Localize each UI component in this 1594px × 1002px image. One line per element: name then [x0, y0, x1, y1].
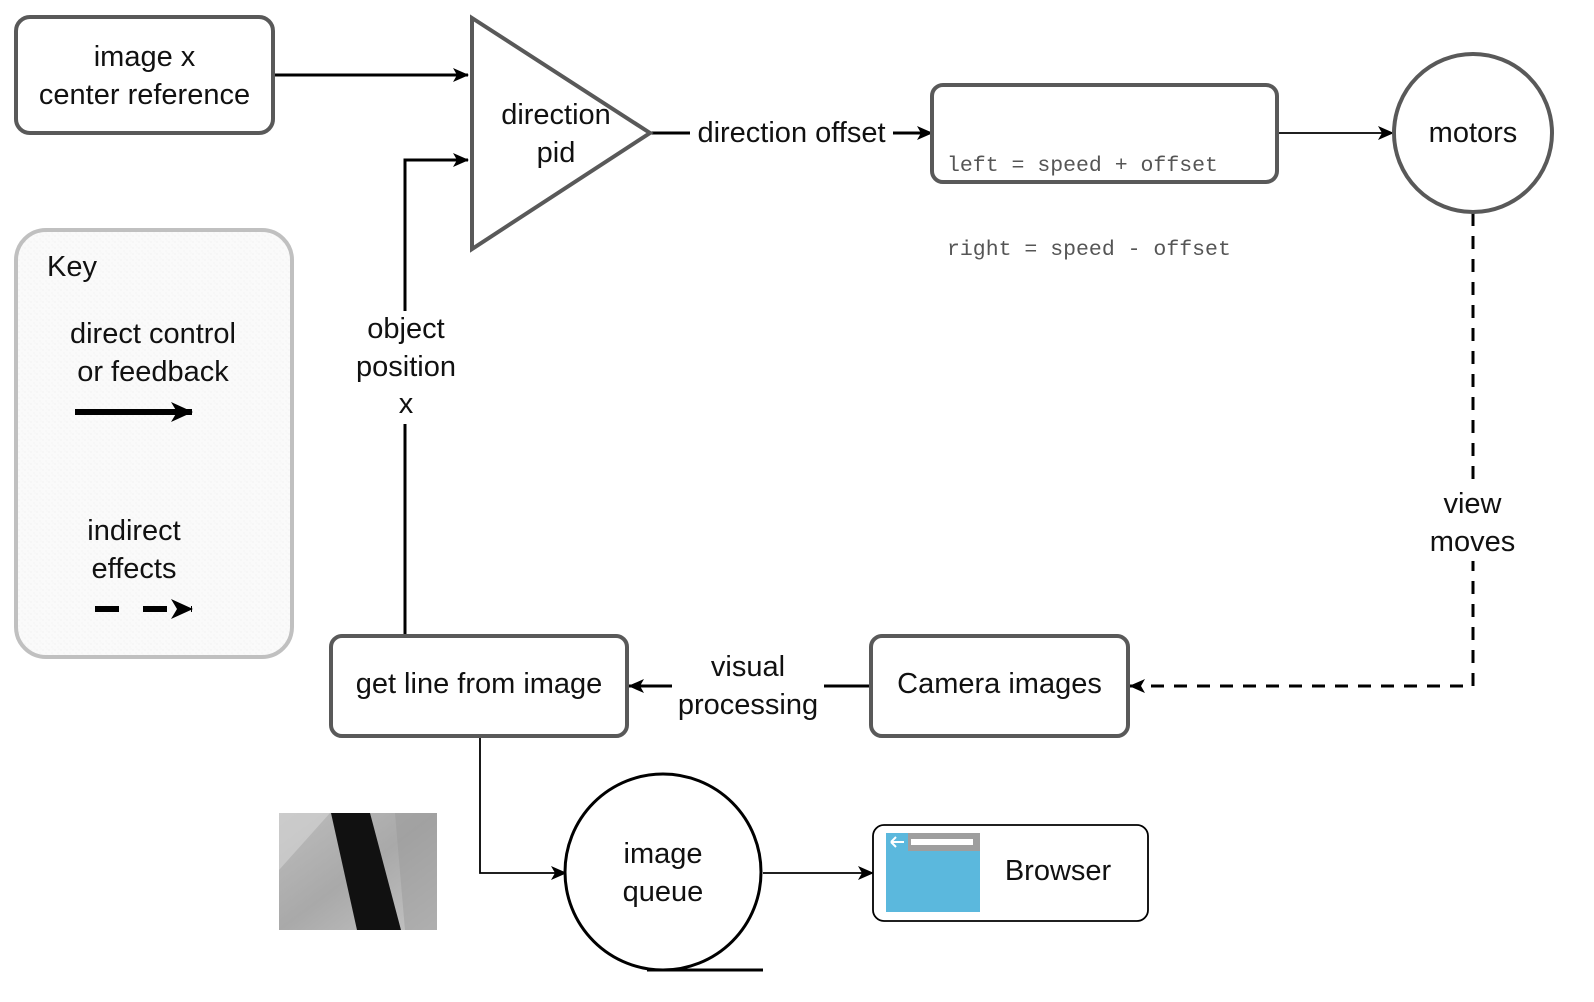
get-line-label: get line from image — [355, 668, 603, 700]
image-x-ref-label: image x center reference — [16, 39, 273, 114]
visual-processing-line2: processing — [677, 688, 819, 721]
key-legend — [14, 228, 294, 659]
key-direct-line1: direct control — [69, 318, 236, 350]
view-moves-line2: moves — [1429, 525, 1516, 558]
offset-formula-box — [930, 83, 1279, 184]
edge-view-moves — [1129, 213, 1475, 693]
direction-pid-line1: direction — [501, 99, 611, 131]
browser-window-icon — [886, 833, 980, 912]
key-direct-label: direct control or feedback — [33, 316, 273, 391]
visual-processing-label: visual processing — [672, 649, 824, 725]
camera-images-box — [869, 634, 1130, 738]
image-x-ref-line2: center reference — [38, 78, 251, 111]
image-queue-node — [563, 772, 763, 972]
edge-getline-to-queue — [479, 737, 567, 880]
view-moves-label: view moves — [1420, 486, 1525, 562]
motors-circle — [1392, 52, 1554, 214]
offset-formula-left: left = speed + offset — [947, 154, 1218, 178]
key-indirect-label: indirect effects — [54, 513, 214, 588]
camera-frame-thumbnail — [279, 813, 437, 930]
key-indirect-line2: effects — [91, 552, 177, 585]
motors-label: motors — [1428, 117, 1518, 149]
image-queue-line1: image — [623, 838, 703, 870]
direction-pid-label: direction pid — [476, 97, 636, 172]
image-queue-label: image queue — [583, 836, 743, 911]
direction-offset-label: direction offset — [690, 115, 893, 153]
offset-formula-text: left = speed + offset right = speed - of… — [947, 96, 1231, 292]
browser-label: Browser — [1004, 855, 1112, 887]
direction-pid-line2: pid — [536, 136, 576, 169]
key-indirect-line1: indirect — [87, 515, 181, 547]
object-position-line3: x — [398, 388, 414, 421]
image-x-ref-line1: image x — [93, 41, 196, 73]
edge-object-position — [403, 153, 469, 636]
camera-images-label: Camera images — [897, 668, 1102, 700]
object-position-label: object position x — [350, 311, 462, 425]
key-direct-line2: or feedback — [77, 355, 229, 388]
object-position-line2: position — [356, 350, 456, 383]
direction-pid-triangle — [470, 14, 654, 253]
object-position-line1: object — [367, 313, 445, 345]
visual-processing-line1: visual — [710, 651, 786, 683]
image-queue-line2: queue — [622, 875, 704, 908]
get-line-box — [329, 634, 629, 738]
offset-formula-right: right = speed - offset — [947, 238, 1231, 262]
key-title: Key — [47, 251, 97, 283]
image-x-ref-box — [14, 15, 275, 135]
view-moves-line1: view — [1443, 488, 1502, 520]
